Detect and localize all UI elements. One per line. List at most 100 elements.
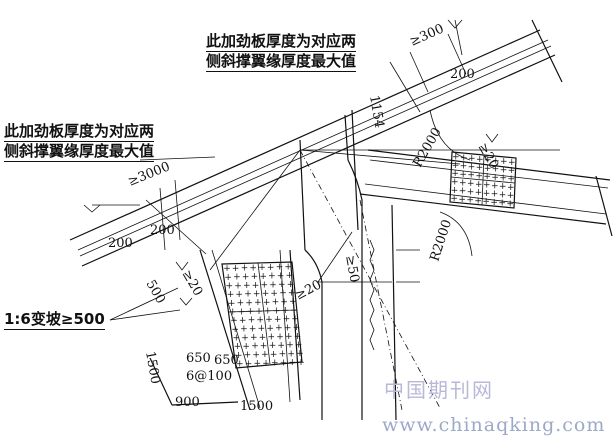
bolt-grid-left: ++++++++++++++++++++++++++++++++++++++++…	[221, 261, 305, 370]
dim-ge300: ≥300	[408, 21, 447, 49]
bolt-hole: +	[276, 263, 284, 273]
bolt-hole: +	[223, 264, 231, 274]
bolt-hole: +	[258, 324, 266, 334]
bolt-hole: +	[265, 315, 273, 325]
bolt-hole: +	[498, 199, 506, 209]
bolt-hole: +	[289, 297, 297, 307]
bolt-hole: +	[451, 186, 459, 196]
bolt-hole: +	[291, 315, 299, 325]
bolt-hole: +	[229, 308, 237, 318]
bolt-hole: +	[293, 323, 301, 333]
bolt-hole: +	[467, 187, 475, 197]
bolt-hole: +	[236, 360, 244, 370]
dim-500: 500	[143, 278, 168, 307]
bolt-hole: +	[250, 333, 258, 343]
bolt-hole: +	[459, 170, 467, 180]
dim-r2000-a: R2000	[410, 125, 444, 170]
weld-symbols	[83, 19, 499, 306]
upper-right-brace	[69, 19, 563, 267]
bolt-hole: +	[244, 290, 252, 300]
bolt-hole: +	[272, 298, 280, 308]
dim-r2000-b: R2000	[428, 218, 456, 263]
dim-ge20-left: ≥20	[179, 268, 206, 299]
bolt-hole: +	[476, 163, 484, 173]
bolt-hole: +	[241, 264, 249, 274]
dim-1500-a: 1500	[142, 350, 163, 385]
bolt-hole: +	[287, 349, 295, 359]
bolt-hole: +	[491, 181, 499, 191]
watermark-cn: 中国期刊网	[384, 378, 494, 402]
bolt-hole: +	[238, 307, 246, 317]
bolt-hole: +	[224, 273, 232, 283]
bolt-hole: +	[278, 280, 286, 290]
bolt-hole: +	[467, 179, 475, 189]
bolt-hole: +	[506, 200, 514, 210]
bolt-hole: +	[460, 153, 468, 163]
bolt-hole: +	[475, 180, 483, 190]
bolt-hole: +	[451, 178, 459, 188]
bolt-hole: +	[259, 272, 267, 282]
bolt-hole: +	[459, 187, 467, 197]
bolt-hole: +	[452, 153, 460, 163]
bolt-hole: +	[252, 281, 260, 291]
bolt-hole: +	[484, 164, 492, 174]
dim-ge50: ≥50	[342, 254, 362, 284]
bolt-hole: +	[483, 189, 491, 199]
bolt-hole: +	[466, 196, 474, 206]
bolt-hole: +	[259, 333, 267, 343]
dim-650-a: 650	[186, 351, 211, 366]
bolt-hole: +	[450, 194, 458, 204]
connection-lines	[145, 149, 560, 271]
bolt-hole: +	[508, 158, 516, 168]
bolt-hole: +	[279, 350, 287, 360]
bolt-hole: +	[492, 165, 500, 175]
bolt-hole: +	[239, 316, 247, 326]
bolt-hole: +	[253, 290, 261, 300]
bolt-hole: +	[295, 341, 303, 351]
note-stiffener-left-line2: 侧斜撑翼缘厚度最大值	[4, 142, 155, 162]
bolt-hole: +	[474, 197, 482, 207]
dim-200-a: 200	[108, 236, 133, 251]
bolt-hole: +	[288, 289, 296, 299]
bolt-hole: +	[254, 298, 262, 308]
dim-200-right: 200	[450, 67, 475, 82]
dim-650-b: 650	[214, 353, 239, 368]
bolt-hole: +	[230, 316, 238, 326]
dim-ge20-mid: ≥20	[293, 277, 324, 303]
bolt-hole: +	[284, 323, 292, 333]
dim-1500-b: 1500	[240, 399, 273, 414]
bolt-hole: +	[269, 280, 277, 290]
bolt-hole: +	[234, 342, 242, 352]
bolt-hole: +	[286, 271, 294, 281]
bolt-hole: +	[233, 334, 241, 344]
bolt-hole: +	[245, 298, 253, 308]
bolt-hole: +	[296, 349, 304, 359]
note-stiffener-top-line2: 侧斜撑翼缘厚度最大值	[206, 52, 357, 72]
bolt-hole: +	[237, 299, 245, 309]
bolt-hole: +	[287, 280, 295, 290]
bolt-hole: +	[261, 350, 269, 360]
bolt-hole: +	[282, 306, 290, 316]
bolt-hole: +	[235, 290, 243, 300]
bolt-grid-right: ++++++++++++++++++++++++++++++++++++++++…	[449, 151, 517, 210]
bolt-hole: +	[232, 264, 240, 274]
bolt-hole: +	[274, 315, 282, 325]
bolt-hole: +	[242, 272, 250, 282]
bolt-hole: +	[247, 307, 255, 317]
bolt-hole: +	[228, 299, 236, 309]
bolt-hole: +	[261, 281, 269, 291]
bolt-hole: +	[289, 358, 297, 368]
bolt-hole: +	[499, 190, 507, 200]
bolt-hole: +	[294, 332, 302, 342]
bolt-hole: +	[227, 290, 235, 300]
bolt-hole: +	[507, 191, 515, 201]
bolt-hole: +	[256, 316, 264, 326]
bolt-hole: +	[251, 272, 259, 282]
bolt-hole: +	[269, 341, 277, 351]
bolt-hole: +	[226, 282, 234, 292]
bolt-hole: +	[490, 198, 498, 208]
bolt-hole: +	[297, 358, 305, 368]
bolt-hole: +	[451, 169, 459, 179]
bolt-hole: +	[508, 166, 516, 176]
